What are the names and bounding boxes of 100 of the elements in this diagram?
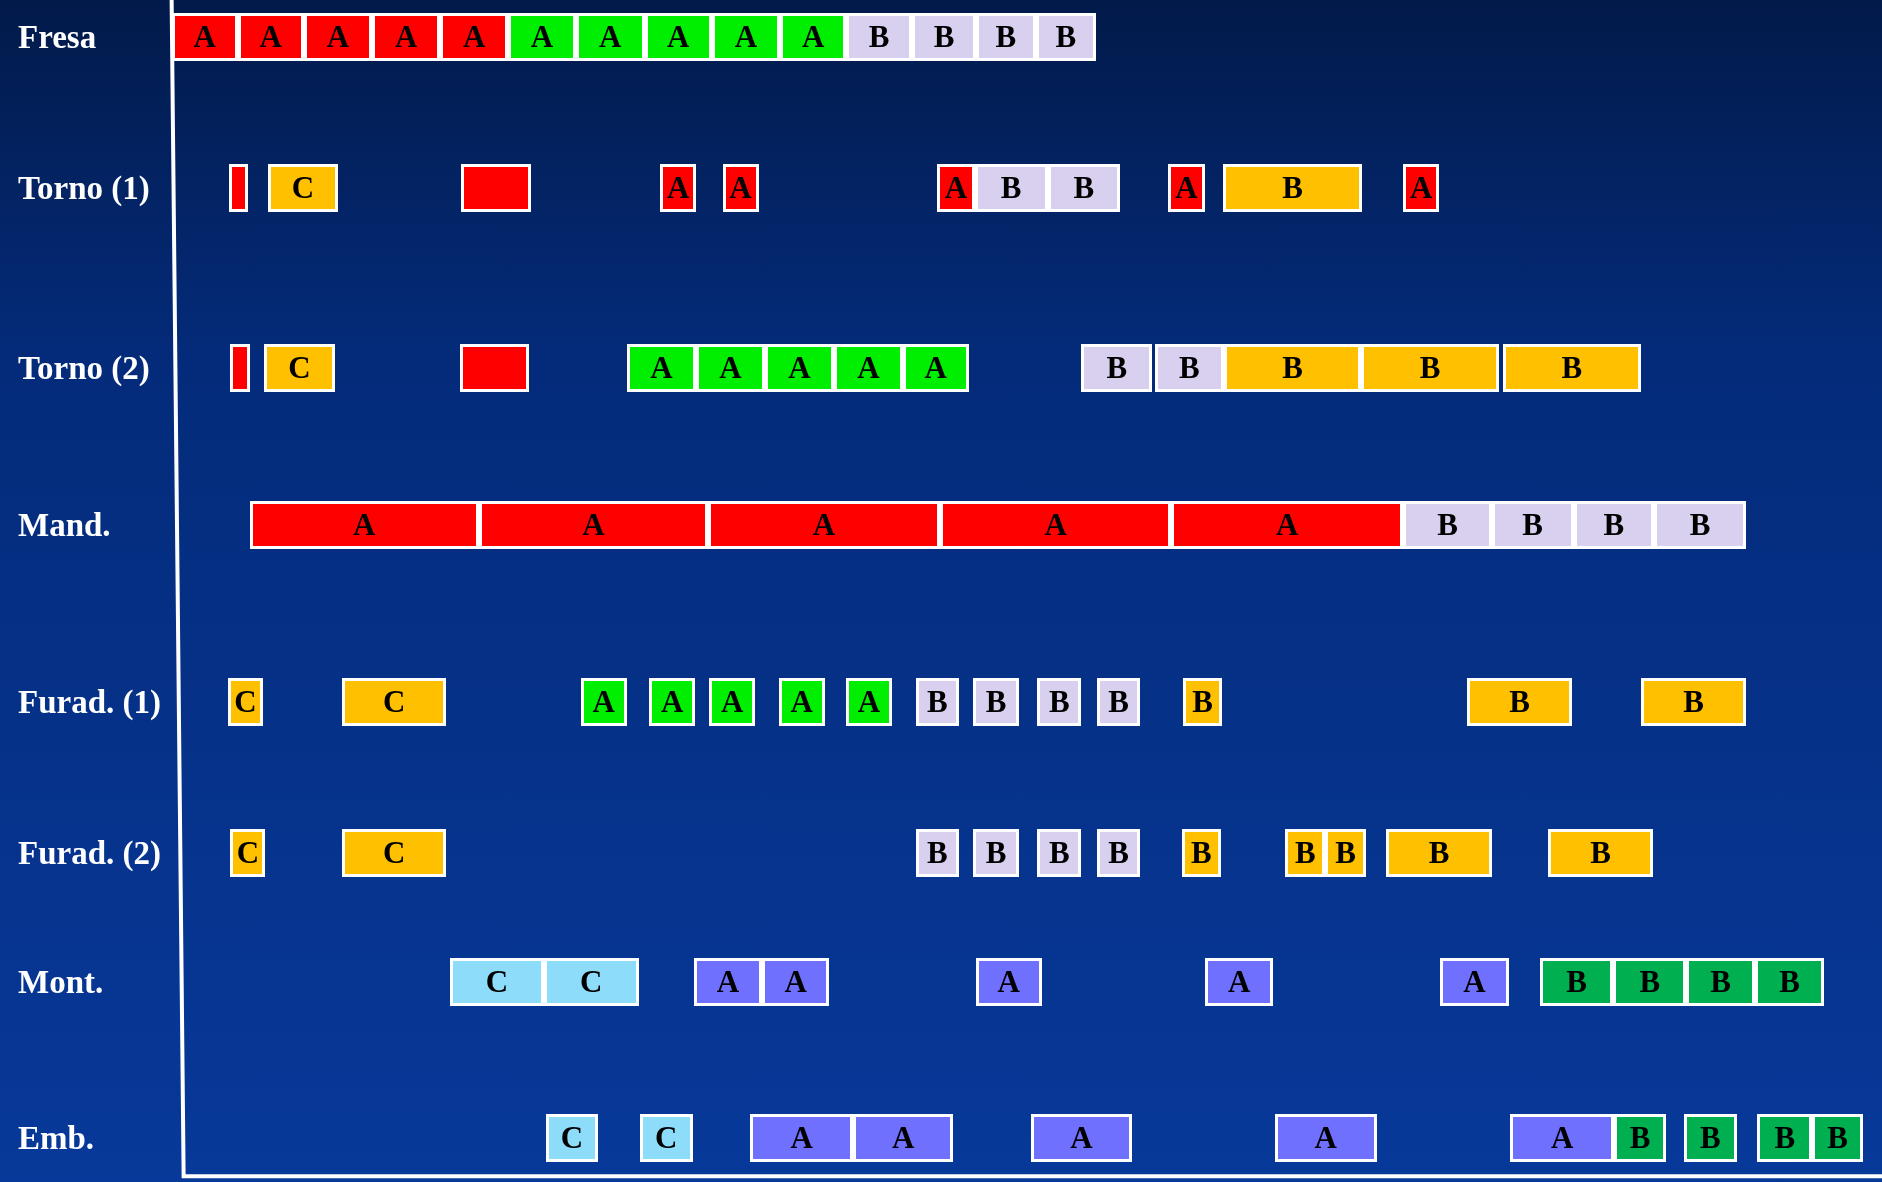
task-bar: B xyxy=(915,829,959,878)
task-bar: A xyxy=(1167,164,1206,213)
task-bar: A xyxy=(975,957,1042,1006)
row-label: Furad. (2) xyxy=(18,834,161,872)
task-bar: B xyxy=(1502,344,1641,393)
task-bar: A xyxy=(372,13,441,62)
task-bar: A xyxy=(1031,1113,1132,1162)
task-bar: B xyxy=(1539,957,1614,1006)
task-bar: B xyxy=(1224,344,1362,393)
task-bar: C xyxy=(546,1113,598,1162)
task-bar: B xyxy=(1466,678,1573,727)
task-bar: B xyxy=(1097,678,1141,727)
task-bar: B xyxy=(1812,1113,1863,1162)
task-bar: A xyxy=(846,678,892,727)
task-bar: B xyxy=(1182,829,1221,878)
row-label: Furad. (1) xyxy=(18,683,161,721)
task-bar: B xyxy=(1386,829,1492,878)
row-label: Fresa xyxy=(18,18,97,56)
task-bar: C xyxy=(228,678,263,727)
task-bar: A xyxy=(171,13,238,62)
task-bar: B xyxy=(1183,678,1222,727)
task-bar: B xyxy=(1035,13,1096,62)
task-bar: A xyxy=(1205,957,1274,1006)
task-bar: A xyxy=(440,13,508,62)
task-bar: A xyxy=(1171,500,1404,549)
task-bar: A xyxy=(762,957,830,1006)
task-bar: C xyxy=(450,957,544,1006)
task-bar: A xyxy=(778,678,825,727)
task-bar: B xyxy=(1325,829,1366,878)
row-label: Mont. xyxy=(18,963,104,1001)
task-bar: C xyxy=(543,957,639,1006)
task-bar: A xyxy=(902,344,969,393)
task-bar: B xyxy=(1097,829,1141,878)
task-bar: A xyxy=(764,344,835,393)
task-bar: B xyxy=(1548,829,1653,878)
task-bar: A xyxy=(478,500,709,549)
task-bar: B xyxy=(1154,344,1225,393)
empty-task-bar xyxy=(459,344,530,393)
task-bar: C xyxy=(264,344,335,393)
task-bar: A xyxy=(237,13,304,62)
task-bar: A xyxy=(711,13,781,62)
task-bar: B xyxy=(1757,1113,1813,1162)
task-bar: A xyxy=(1274,1113,1377,1162)
empty-task-bar xyxy=(460,164,531,213)
task-bar: A xyxy=(1509,1113,1615,1162)
task-bar: B xyxy=(1037,829,1082,878)
task-bar: A xyxy=(626,344,697,393)
task-bar: B xyxy=(1653,500,1747,549)
task-bar: B xyxy=(973,678,1019,727)
task-bar: A xyxy=(1403,164,1440,213)
task-bar: C xyxy=(230,829,266,878)
task-bar: B xyxy=(1683,1113,1737,1162)
task-bar: B xyxy=(1686,957,1755,1006)
task-bar: A xyxy=(780,13,847,62)
task-bar: A xyxy=(580,678,627,727)
task-bar: A xyxy=(660,164,697,213)
task-bar: B xyxy=(1223,164,1363,213)
task-bar: B xyxy=(975,13,1036,62)
task-bar: B xyxy=(1081,344,1153,393)
task-bar: A xyxy=(644,13,712,62)
task-bar: B xyxy=(1403,500,1492,549)
task-bar: C xyxy=(342,829,447,878)
task-bar: B xyxy=(1037,678,1082,727)
empty-task-bar xyxy=(229,164,249,213)
task-bar: A xyxy=(693,957,763,1006)
row-label: Torno (1) xyxy=(18,169,150,207)
task-bar: B xyxy=(1613,957,1687,1006)
row-label: Mand. xyxy=(18,506,111,543)
task-bar: B xyxy=(1491,500,1574,549)
task-bar: B xyxy=(974,164,1048,213)
task-bar: A xyxy=(649,678,695,727)
task-bar: B xyxy=(846,13,913,62)
task-bar: B xyxy=(1614,1113,1666,1162)
task-bar: A xyxy=(507,13,577,62)
row-label: Torno (2) xyxy=(18,349,150,387)
task-bar: A xyxy=(834,344,903,393)
task-bar: A xyxy=(576,13,645,62)
task-bar: A xyxy=(937,164,975,213)
task-bar: A xyxy=(709,678,755,727)
task-bar: B xyxy=(1285,829,1326,878)
task-bar: C xyxy=(342,678,447,727)
task-bar: A xyxy=(708,500,940,549)
task-bar: B xyxy=(1573,500,1654,549)
task-bar: C xyxy=(639,1113,693,1162)
task-bar: A xyxy=(1440,957,1509,1006)
task-bar: B xyxy=(912,13,976,62)
task-bar: A xyxy=(853,1113,953,1162)
empty-task-bar xyxy=(230,344,250,393)
task-bar: B xyxy=(973,829,1019,878)
task-bar: B xyxy=(915,678,959,727)
row-label: Emb. xyxy=(18,1119,95,1157)
task-bar: C xyxy=(267,164,339,213)
task-bar: B xyxy=(1047,164,1120,213)
task-bar: A xyxy=(722,164,759,213)
task-bar: B xyxy=(1640,678,1747,727)
task-bar: A xyxy=(249,500,479,549)
task-bar: A xyxy=(939,500,1172,549)
task-bar: A xyxy=(303,13,373,62)
task-bar: B xyxy=(1754,957,1825,1006)
task-bar: B xyxy=(1361,344,1500,393)
